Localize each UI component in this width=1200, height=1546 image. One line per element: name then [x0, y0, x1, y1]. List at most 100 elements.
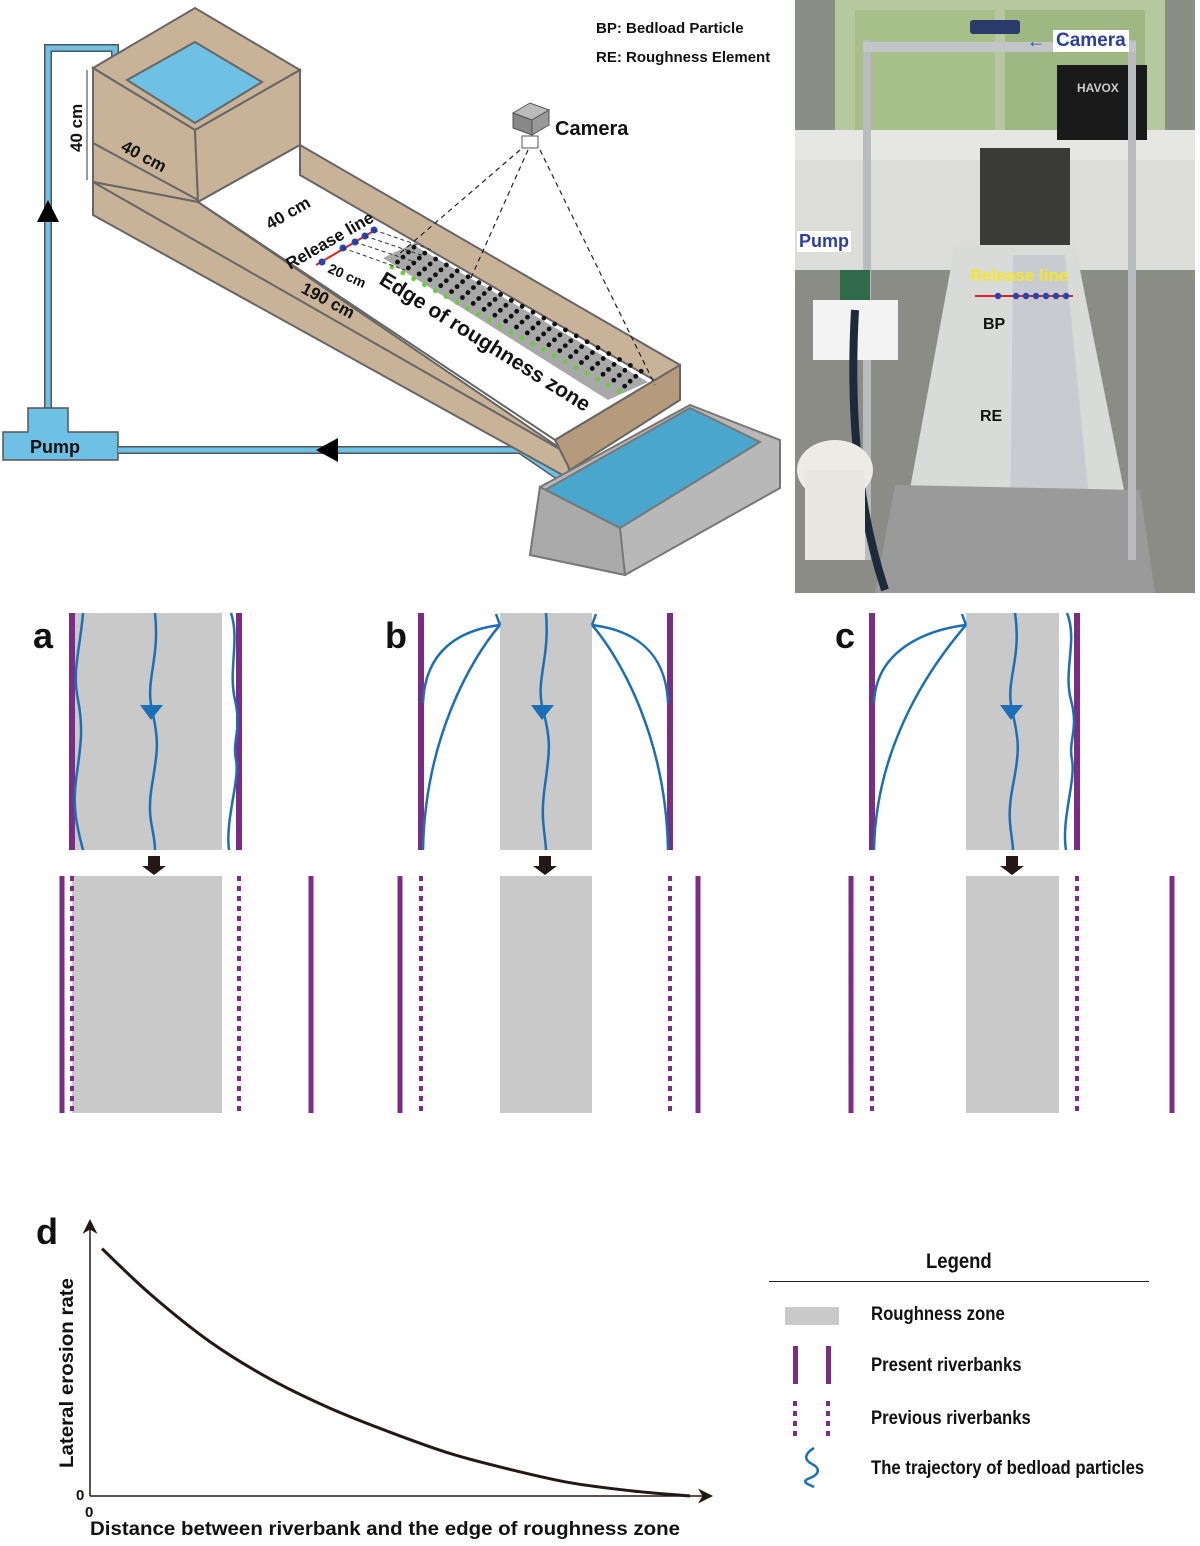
roughness-element	[476, 280, 482, 286]
roughness-element	[552, 337, 557, 343]
trajectory	[1008, 612, 1020, 851]
abbrev-re: RE: Roughness Element	[596, 49, 770, 66]
roughness-element	[498, 292, 503, 297]
y-tick-label: 0	[76, 1487, 84, 1504]
edge-dot	[411, 276, 417, 282]
edge-dot	[605, 382, 611, 388]
roughness-element	[525, 314, 530, 320]
trajectory-arrow-icon	[531, 705, 554, 720]
lab-photo: HAVOX Camera ← Pump Release line BP RE	[795, 0, 1195, 593]
roughness-element	[416, 271, 422, 277]
roughness-element	[422, 266, 428, 272]
roughness-element	[568, 338, 574, 344]
trajectory	[591, 623, 670, 704]
photo-bp-label: BP	[983, 316, 1006, 333]
roughness-zone	[966, 613, 1059, 850]
roughness-element	[460, 279, 465, 285]
roughness-element	[617, 357, 622, 362]
riverbank-panels: a b c	[33, 612, 1175, 1113]
dim-tank-height: 40 cm	[67, 104, 86, 152]
photo-bedload-particle	[994, 292, 1002, 300]
particle-guide-lines	[342, 229, 433, 271]
edge-dot	[443, 294, 449, 299]
roughness-element	[487, 301, 492, 307]
photo-roughness	[1010, 255, 1095, 560]
photo-bedload-particle	[1052, 292, 1060, 300]
roughness-element	[530, 309, 536, 315]
roughness-element	[519, 303, 525, 309]
roughness-element	[535, 336, 541, 342]
roughness-element	[595, 345, 601, 351]
roughness-element	[454, 284, 460, 290]
trajectory	[421, 624, 501, 851]
roughness-element	[416, 255, 422, 261]
pipe-return	[118, 446, 586, 497]
roughness-element	[465, 290, 471, 295]
roughness-element	[508, 297, 514, 303]
photo-camera	[970, 20, 1020, 34]
panel-c: c	[835, 612, 1175, 1113]
roughness-element	[471, 285, 476, 291]
edge-dot	[476, 311, 481, 317]
legend-divider	[769, 1281, 1149, 1282]
roughness-element	[562, 343, 568, 349]
photo-pump	[840, 270, 870, 300]
roughness-element	[497, 307, 503, 313]
roughness-element	[449, 289, 454, 294]
roughness-element	[584, 355, 590, 360]
roughness-element	[481, 306, 487, 312]
roughness-element	[411, 260, 417, 266]
roughness-element	[584, 339, 590, 345]
roughness-element	[606, 351, 612, 356]
photo-bedload-particle	[1022, 292, 1030, 300]
havox-brand: HAVOX	[1077, 81, 1119, 95]
edge-dot	[595, 376, 600, 382]
pump-label: Pump	[30, 437, 80, 457]
roughness-element	[454, 268, 460, 274]
edge-dot	[519, 335, 525, 341]
roughness-zone	[72, 876, 222, 1113]
edge-dot	[541, 347, 546, 353]
camera-icon	[511, 102, 551, 149]
trajectory	[960, 613, 968, 626]
roughness-element	[427, 261, 433, 267]
roughness-element	[600, 371, 606, 377]
roughness-zone	[500, 876, 592, 1113]
photo-bedload-particle	[1012, 292, 1020, 300]
trajectory	[494, 613, 502, 626]
bedload-particle	[318, 258, 326, 266]
setup-diagram: Pump Camera	[2, 6, 781, 577]
edge-dot	[432, 288, 438, 294]
down-arrow-icon	[533, 856, 557, 875]
photo-bedload-particle	[1042, 292, 1050, 300]
roughness-element	[411, 244, 417, 250]
camera-field-of-view	[397, 149, 656, 386]
roughness-element	[579, 344, 584, 350]
photo-mesh	[875, 485, 1155, 593]
edge-dot	[573, 365, 579, 370]
edge-dot	[551, 353, 557, 359]
roughness-element	[563, 327, 568, 333]
roughness-element	[503, 318, 509, 324]
legend-swatch-trajectory-icon	[804, 1446, 819, 1488]
head-tank	[91, 6, 302, 204]
roughness-element	[611, 362, 617, 367]
panel-a-letter: a	[33, 615, 54, 656]
roughness-element	[541, 331, 547, 337]
photo-bedload-particle	[1062, 292, 1070, 300]
roughness-element	[460, 295, 465, 300]
edge-dot	[508, 329, 514, 335]
trajectory-arrow-icon	[1000, 705, 1023, 720]
roughness-zone	[966, 876, 1059, 1113]
legend-label-previous-riverbanks: Previous riverbanks	[871, 1408, 1031, 1429]
photo-pump-label: Pump	[797, 231, 852, 252]
roughness-element	[443, 278, 449, 284]
roughness-element	[405, 265, 411, 271]
panel-d-chart: d 0 0 Lateral erosion rate Distance betw…	[36, 1211, 713, 1540]
roughness-element	[438, 267, 444, 273]
trajectory	[872, 623, 967, 704]
roughness-element	[546, 342, 552, 348]
legend-swatch-previous-riverbanks	[793, 1401, 797, 1439]
roughness-element	[573, 349, 579, 355]
roughness-element	[557, 348, 563, 354]
